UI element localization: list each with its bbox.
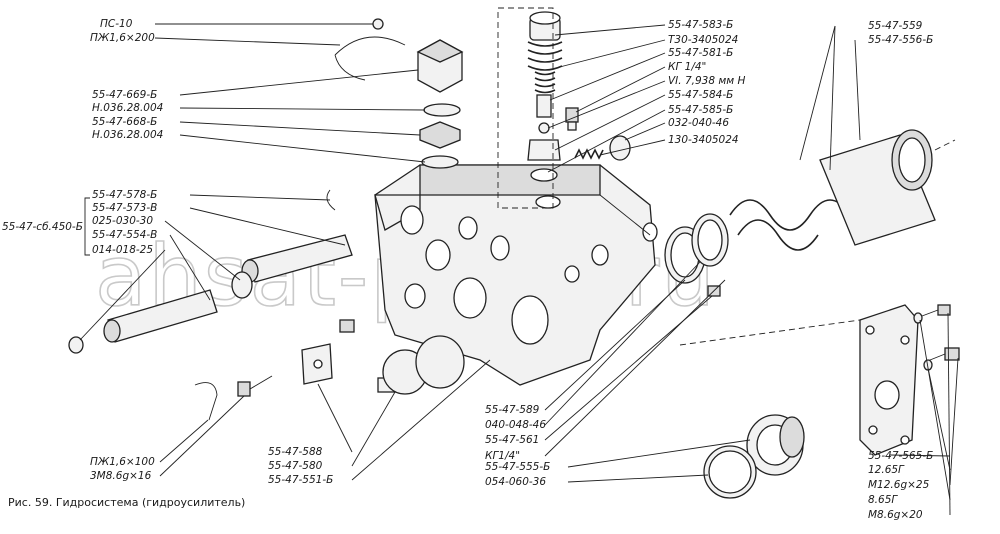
plug-kg14-top: [565, 107, 579, 131]
label-m8x20: М8.6g×20: [868, 509, 923, 521]
label-040-048-46: 040-048-46: [485, 419, 546, 431]
bolt-m12x25: [924, 347, 960, 363]
label-kg14-right: КГ1/4": [485, 450, 520, 462]
label-55-47-585-b: 55-47-585-Б: [668, 104, 733, 116]
label-55-47-589: 55-47-589: [485, 404, 540, 416]
washer-2: [421, 155, 459, 169]
label-kg14-top: КГ 1/4": [668, 61, 706, 73]
label-130-3405024: 130-3405024: [668, 134, 739, 146]
top-cap-spring: [527, 11, 563, 182]
label-55-47-565-b: 55-47-565-Б: [868, 450, 933, 462]
nut-55-47-668: [419, 121, 461, 149]
dashed-guide-top: [497, 7, 554, 209]
label-55-47-588: 55-47-588: [268, 446, 323, 458]
label-55-47-584-b: 55-47-584-Б: [668, 89, 733, 101]
wire-pin-bottom: [194, 382, 218, 421]
label-55-47-555-b: 55-47-555-Б: [485, 461, 550, 473]
label-pzh16x200: ПЖ1,6×200: [90, 32, 155, 44]
valve-body: [374, 164, 658, 386]
label-t30-3405024: Т30-3405024: [668, 34, 738, 46]
label-55-47-668-b: 55-47-668-Б: [92, 116, 157, 128]
label-m12x25: М12.6g×25: [868, 479, 930, 491]
washer-1: [423, 103, 461, 117]
label-55-47-551-b: 55-47-551-Б: [268, 474, 333, 486]
label-55-47-561: 55-47-561: [485, 434, 539, 446]
label-032-040-46: 032-040-46: [668, 117, 729, 129]
small-spring: [574, 148, 604, 160]
label-55-47-554-v: 55-47-554-В: [92, 229, 157, 241]
spool-assembly: [68, 234, 353, 354]
screw-m8x16: [237, 375, 273, 397]
label-55-47-556-b: 55-47-556-Б: [868, 34, 933, 46]
label-55-47-580: 55-47-580: [268, 460, 323, 472]
label-55-47-559: 55-47-559: [868, 20, 923, 32]
plug-small: [339, 319, 355, 333]
label-3m8x16: 3М8.6g×16: [90, 470, 152, 482]
label-55-47-669-b: 55-47-669-Б: [92, 89, 157, 101]
label-025-030-30: 025-030-30: [92, 215, 153, 227]
piston-55-47-580: [377, 335, 465, 395]
label-55-47-sb450-b: 55-47-сб.450-Б: [2, 221, 83, 233]
leader-lines: [79, 23, 959, 516]
large-spring: [729, 199, 851, 251]
label-n036-28-004-b: Н.036.28.004: [92, 129, 163, 141]
cylinder-55-47-556: [819, 129, 936, 246]
label-pzh16x100: ПЖ1,6×100: [90, 456, 155, 468]
bolt-m8x20: [921, 304, 951, 317]
label-12-65g: 12.65Г: [868, 464, 905, 476]
washer-8: [913, 312, 923, 324]
label-ps10: ПС-10: [100, 18, 133, 30]
label-n036-28-004-a: Н.036.28.004: [92, 102, 163, 114]
label-8-65g: 8.65Г: [868, 494, 898, 506]
label-55-47-581-b: 55-47-581-Б: [668, 47, 733, 59]
nut-55-47-669: [416, 39, 464, 93]
label-55-47-578-b: 55-47-578-Б: [92, 189, 157, 201]
label-014-018-25: 014-018-25: [92, 244, 153, 256]
label-55-47-583-b: 55-47-583-Б: [668, 19, 733, 31]
cover-plate-55-47-565: [859, 304, 919, 456]
cup-55-47-555: [746, 414, 805, 476]
label-054-060-36: 054-060-36: [485, 476, 546, 488]
pin-ps10: [372, 18, 384, 30]
label-55-47-573-v: 55-47-573-В: [92, 202, 157, 214]
label-ball-7938: VI. 7,938 мм Н: [668, 75, 746, 87]
figure-caption: Рис. 59. Гидросистема (гидроусилитель): [8, 496, 245, 509]
wire-pin-top: [334, 36, 406, 81]
